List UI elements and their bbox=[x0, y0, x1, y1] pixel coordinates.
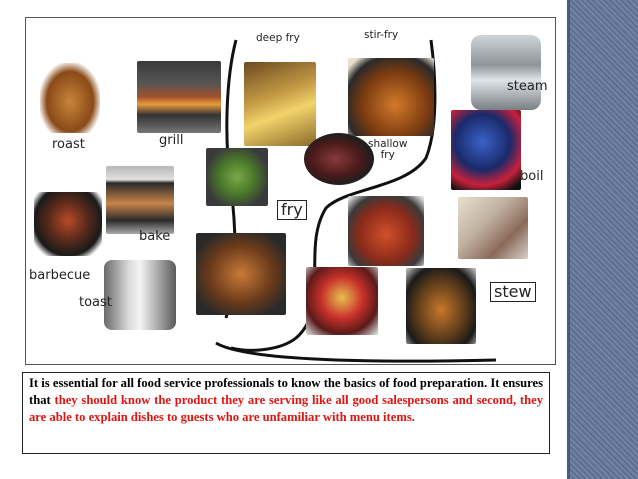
label-steam: steam bbox=[507, 79, 548, 94]
boil-photo bbox=[451, 110, 521, 190]
label-stew: stew bbox=[490, 282, 536, 302]
hot-pot-photo bbox=[306, 267, 378, 335]
toaster-photo bbox=[104, 260, 176, 330]
caption-highlight: they should know the product they are se… bbox=[29, 393, 544, 424]
sidebar-edge bbox=[567, 0, 570, 479]
divider-bottom bbox=[215, 341, 497, 363]
label-bake: bake bbox=[139, 229, 171, 244]
braised-dish-photo bbox=[458, 197, 528, 259]
label-toast: toast bbox=[79, 295, 112, 310]
grill-photo bbox=[137, 61, 221, 133]
steam-pot-photo bbox=[471, 35, 541, 110]
barbecue-photo bbox=[34, 192, 102, 256]
stew-pot-photo bbox=[348, 196, 424, 266]
caption-text: It is essential for all food service pro… bbox=[22, 372, 550, 454]
label-roast: roast bbox=[52, 137, 85, 152]
decorative-sidebar bbox=[567, 0, 638, 479]
sauteed-vegetables-photo bbox=[206, 148, 268, 206]
label-boil: boil bbox=[520, 169, 544, 184]
roast-chicken-photo bbox=[40, 63, 100, 133]
cooking-methods-figure: roast grill deep fry stir-fry steam shal… bbox=[25, 17, 556, 365]
stir-fry-photo bbox=[348, 58, 434, 136]
label-fry: fry bbox=[277, 200, 307, 220]
stew-wok-photo bbox=[406, 268, 476, 344]
wok-fry-photo bbox=[196, 233, 286, 315]
oven-photo bbox=[106, 166, 174, 234]
label-stir-fry: stir-fry bbox=[364, 29, 399, 41]
label-grill: grill bbox=[159, 133, 184, 148]
caption-part-1: It is essential for all food service pro… bbox=[29, 376, 543, 407]
label-deep-fry: deep fry bbox=[256, 32, 300, 44]
deep-fry-photo bbox=[244, 62, 316, 146]
label-shallow-fry: shallow fry bbox=[368, 138, 408, 161]
label-barbecue: barbecue bbox=[29, 268, 91, 283]
shallow-fry-photo bbox=[304, 133, 374, 185]
